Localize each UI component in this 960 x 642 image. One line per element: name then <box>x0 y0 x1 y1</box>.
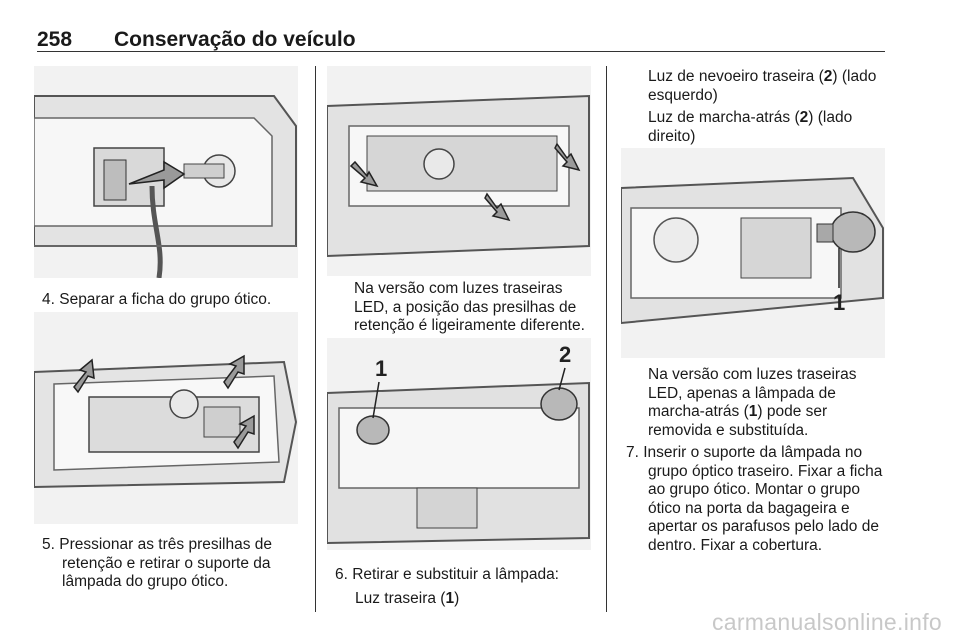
led-reverse-line-4: removida e substituída. <box>648 421 809 439</box>
fig3-label-2: 2 <box>559 342 571 367</box>
fog-line-1: Luz de nevoeiro traseira (2) (lado <box>648 68 877 85</box>
led-note: Na versão com luzes traseiras LED, a pos… <box>354 280 594 336</box>
figure-bulbs: 1 2 <box>327 338 591 550</box>
fog-light-text: Luz de nevoeiro traseira (2) (lado esque… <box>648 68 888 146</box>
step-4: 4. Separar a ficha do grupo ótico. <box>42 291 304 310</box>
led-note-line-2: LED, a posição das presilhas de <box>354 298 577 316</box>
reverse-line-1: Luz de marcha-atrás (2) (lado <box>648 109 853 126</box>
led-note-line-3: retenção é ligeiramente diferente. <box>354 317 585 334</box>
column-divider-1 <box>315 66 316 612</box>
led-reverse-line-2: LED, apenas a lâmpada de <box>648 384 836 402</box>
step-5: 5. Pressionar as três presilhas de reten… <box>42 536 304 592</box>
figure-reverse-bulb: 1 <box>621 148 885 358</box>
page-header: 258 Conservação do veículo <box>37 10 885 52</box>
header-rule <box>37 51 885 52</box>
step-5-line-2: retenção e retirar o suporte da <box>62 554 271 572</box>
step-4-text: 4. Separar a ficha do grupo ótico. <box>42 291 272 308</box>
fig3-label-1: 1 <box>375 356 387 381</box>
step-7-line-6: dentro. Fixar a cobertura. <box>648 536 823 554</box>
step-6-text: 6. Retirar e substituir a lâmpada: <box>335 566 559 583</box>
fog-line-2: esquerdo) <box>648 86 718 104</box>
page-number: 258 <box>37 28 73 51</box>
figure-connector <box>34 66 298 278</box>
step-5-line-1: 5. Pressionar as três presilhas de <box>42 536 273 553</box>
step-7-line-3: ao grupo ótico. Montar o grupo <box>648 481 860 498</box>
led-reverse-note: Na versão com luzes traseiras LED, apena… <box>648 366 888 440</box>
reverse-line-2: direito) <box>648 127 696 145</box>
column-divider-2 <box>606 66 607 612</box>
tail-light-line: Luz traseira (1) <box>355 589 460 607</box>
figure-three-clips <box>34 312 298 524</box>
led-note-line-1: Na versão com luzes traseiras <box>354 280 563 297</box>
step-6: 6. Retirar e substituir a lâmpada: Luz t… <box>335 566 597 608</box>
watermark: carmanualsonline.info <box>711 609 942 635</box>
step-7-line-2: grupo óptico traseiro. Fixar a ficha <box>648 462 883 480</box>
step-7-line-5: apertar os parafusos pelo lado de <box>648 518 879 535</box>
step-7-line-1: 7. Inserir o suporte da lâmpada no <box>626 444 863 461</box>
step-7: 7. Inserir o suporte da lâmpada no grupo… <box>626 444 888 555</box>
section-title: Conservação do veículo <box>114 28 356 51</box>
figure-led-clips <box>327 66 591 276</box>
led-reverse-line-3: marcha-atrás (1) pode ser <box>648 403 828 420</box>
fig4-label-1: 1 <box>833 290 845 315</box>
led-reverse-line-1: Na versão com luzes traseiras <box>648 366 857 383</box>
step-7-line-4: ótico na porta da bagageira e <box>648 499 850 517</box>
step-5-line-3: lâmpada do grupo ótico. <box>62 573 229 590</box>
